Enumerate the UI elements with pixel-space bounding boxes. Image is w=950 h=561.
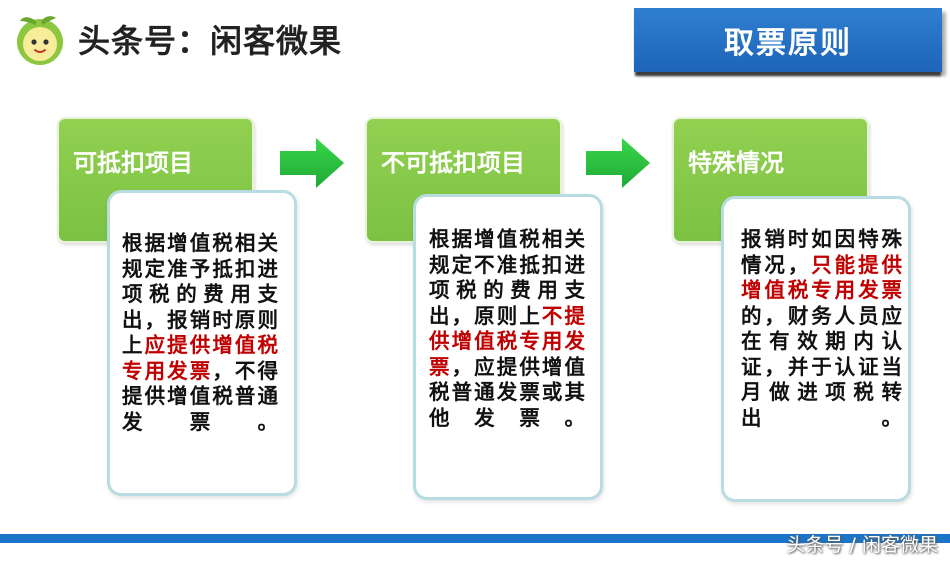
section-title: 取票原则	[724, 26, 852, 61]
card-deductible-text: 根据增值税相关规定准予抵扣进项税的费用支出，报销时原则上应提供增值税专用发票，不…	[122, 231, 280, 434]
card-deductible-body: 根据增值税相关规定准予抵扣进项税的费用支出，报销时原则上应提供增值税专用发票，不…	[107, 190, 297, 496]
arrow-right-icon	[280, 138, 344, 188]
card-nondeductible-body: 根据增值税相关规定不准抵扣进项税的费用支出，原则上不提供增值税专用发票，应提供增…	[413, 194, 603, 500]
footer-bar	[0, 534, 950, 543]
fruit-mascot-icon	[17, 16, 63, 65]
card-special-text: 报销时如因特殊情况，只能提供增值税专用发票的，财务人员应在有效期内认证，并于认证…	[741, 227, 903, 430]
card-special-heading: 特殊情况	[688, 149, 784, 177]
arrow-right-icon	[586, 138, 650, 188]
section-title-banner: 取票原则	[634, 8, 942, 72]
card-nondeductible-heading: 不可抵扣项目	[381, 149, 525, 177]
card-deductible-heading: 可抵扣项目	[73, 149, 193, 177]
card-special-body: 报销时如因特殊情况，只能提供增值税专用发票的，财务人员应在有效期内认证，并于认证…	[721, 196, 911, 502]
card-nondeductible-text: 根据增值税相关规定不准抵扣进项税的费用支出，原则上不提供增值税专用发票，应提供增…	[429, 227, 587, 430]
brand-title: 头条号：闲客微果	[78, 22, 343, 60]
watermark: 头条号 / 闲客微果	[786, 534, 938, 556]
brand-logo	[14, 13, 66, 65]
